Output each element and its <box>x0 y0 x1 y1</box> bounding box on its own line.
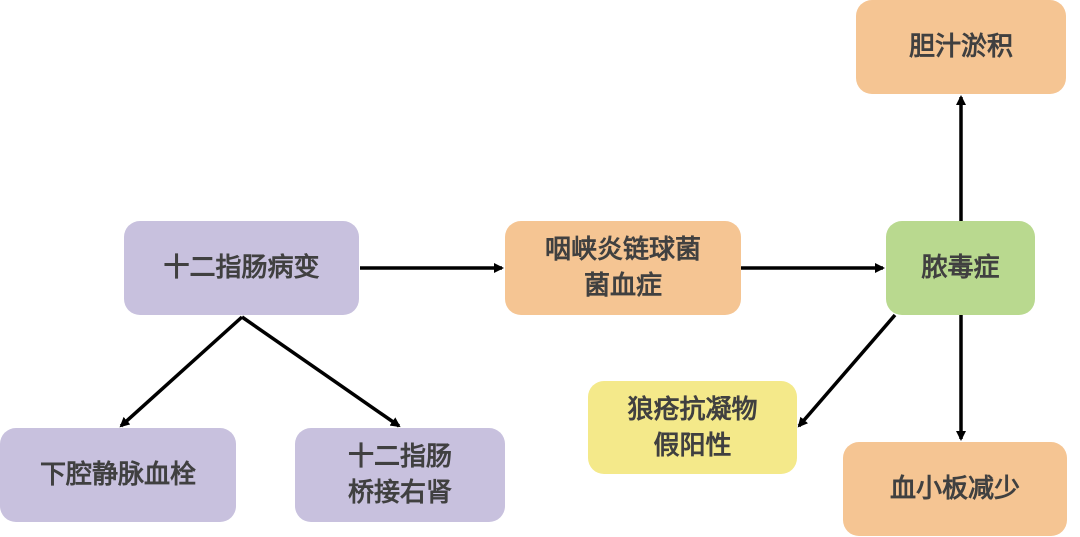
node-label: 胆汁淤积 <box>908 32 1013 62</box>
node-label-line1: 狼疮抗凝物 <box>627 394 758 425</box>
node-sepsis: 脓毒症 <box>886 221 1035 315</box>
arrow-sepsis-to-lupus <box>797 313 897 428</box>
node-label: 脓毒症 <box>921 253 1000 283</box>
node-label-line2: 桥接右肾 <box>347 478 452 508</box>
node-label: 血小板减少 <box>889 474 1020 504</box>
node-label: 十二指肠病变 <box>163 253 320 283</box>
node-label-line2: 菌血症 <box>583 271 662 301</box>
node-duodenal-lesion: 十二指肠病变 <box>124 221 359 315</box>
node-ivc-thrombus: 下腔静脉血栓 <box>0 428 236 522</box>
node-cholestasis: 胆汁淤积 <box>856 0 1066 94</box>
node-duodenum-bridge-kidney: 十二指肠 桥接右肾 <box>295 428 505 522</box>
node-label-line1: 咽峡炎链球菌 <box>544 235 701 265</box>
node-label-line2: 假阳性 <box>653 430 732 461</box>
node-label: 下腔静脉血栓 <box>39 460 196 490</box>
node-strep-bacteremia: 咽峡炎链球菌 菌血症 <box>505 221 741 315</box>
node-label-line1: 十二指肠 <box>347 442 452 472</box>
arrow-lesion-to-ivc <box>119 315 244 428</box>
arrow-lesion-to-bridge <box>241 315 401 428</box>
node-lupus-anticoagulant: 狼疮抗凝物 假阳性 <box>588 381 797 474</box>
node-thrombocytopenia: 血小板减少 <box>843 442 1067 536</box>
